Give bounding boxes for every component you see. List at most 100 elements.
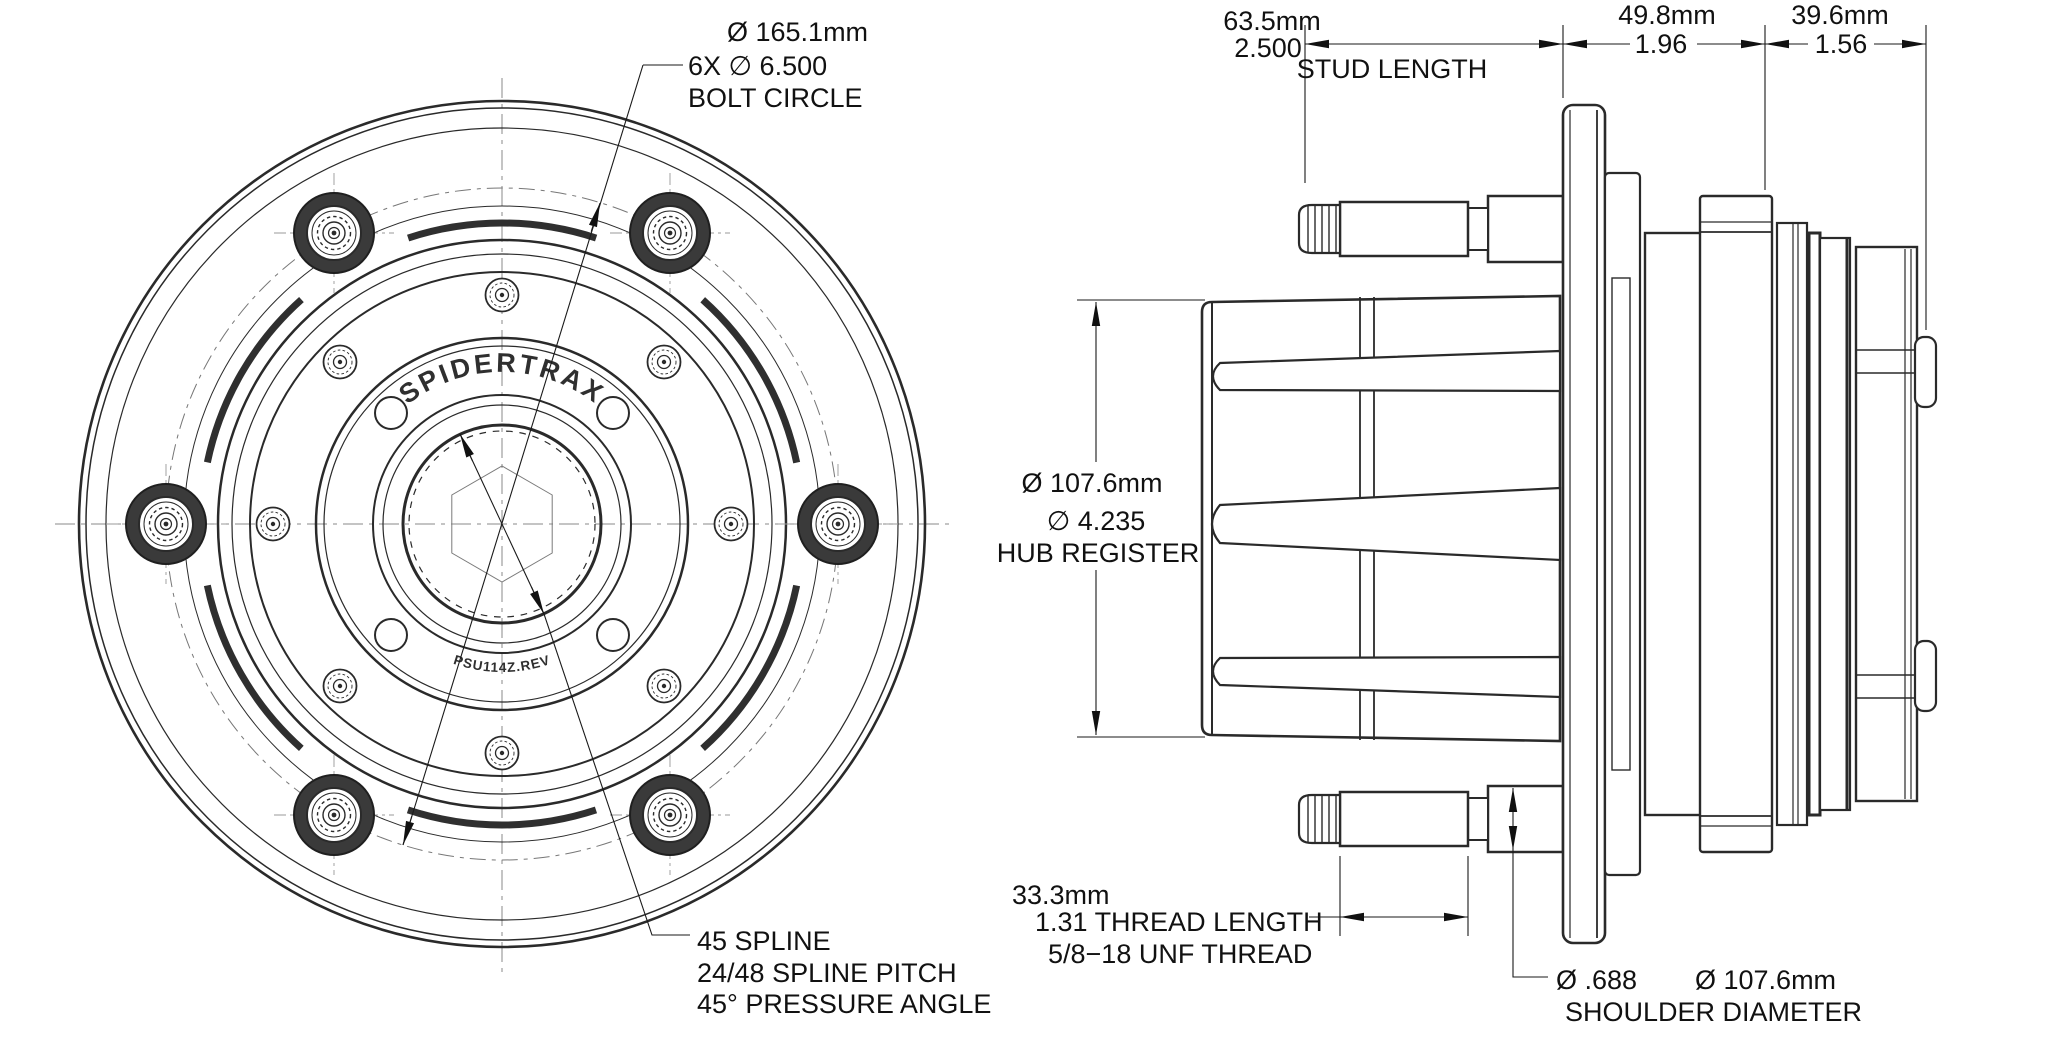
shoulder-inch: Ø .688 (1556, 965, 1637, 995)
cap-fastener (322, 668, 358, 704)
section-c-lines (1792, 224, 1799, 824)
part-marking-textpath: PSU114Z.REV (452, 652, 551, 675)
bearing-housing (1643, 194, 1938, 854)
flange-dim-metric: 49.8mm (1618, 0, 1716, 30)
spline-bore (401, 423, 603, 625)
end-block-face-lines (1904, 249, 1912, 799)
flange-spacer-ring (1603, 171, 1642, 877)
extension-lines (1304, 25, 1927, 330)
drive-plate-ring-inner (323, 345, 681, 703)
bearing-dim-metric: 39.6mm (1791, 0, 1889, 30)
drive-hole (374, 396, 408, 430)
flange-outer-edge-inner (85, 107, 919, 941)
housing-section-c (1775, 221, 1809, 827)
end-block-grooves (1856, 349, 1917, 699)
thread-extension-lines (1309, 856, 1469, 936)
rib-lower (1211, 655, 1562, 699)
axle-hex-detail (451, 465, 553, 583)
shoulder-metric: Ø 107.6mm (1695, 965, 1836, 995)
wheel-flange (1561, 103, 1607, 945)
wheel-stud-side-bottom (1297, 784, 1565, 854)
bearing-dim-inch: 1.56 (1815, 29, 1868, 59)
drive-hole (596, 618, 630, 652)
spline-teeth (408, 430, 596, 618)
spline-leader-line (459, 433, 690, 936)
gusset-ribs (1210, 349, 1562, 699)
housing-section-e (1818, 236, 1852, 812)
flange-plate (1561, 103, 1607, 945)
drive-plate-ring (314, 336, 690, 712)
cap-fastener (646, 668, 682, 704)
spline-dimension: 45 SPLINE 24/48 SPLINE PITCH 45° PRESSUR… (459, 433, 991, 1019)
ring-detail-thin (1700, 221, 1772, 827)
housing-raised-ring (1698, 194, 1774, 854)
bolt-circle-inch: 6X ∅ 6.500 (688, 51, 827, 81)
hub-register-extension-lines (1077, 299, 1205, 738)
wheel-stud (609, 172, 731, 294)
stud-thread-body (1338, 790, 1470, 848)
wheel-stud (609, 754, 731, 876)
stud-tip-thread-lines (1307, 795, 1337, 843)
wheel-stud-side-top (1297, 194, 1565, 264)
cap-fastener (255, 506, 291, 542)
drive-hole (374, 618, 408, 652)
rib-upper (1211, 349, 1562, 393)
scalloped-web (197, 219, 807, 829)
stud-tip-thread-lines (1307, 205, 1337, 253)
snap-ring-upper (1913, 335, 1938, 409)
stud-shoulder (1486, 194, 1565, 264)
bore-mid-ring (382, 404, 622, 644)
bore-outer-ring (372, 394, 632, 654)
pressure-angle-label: 45° PRESSURE ANGLE (697, 989, 991, 1019)
wheel-stud (777, 463, 899, 585)
stud-tip (1297, 793, 1342, 845)
spline-arrow-upper (459, 433, 474, 462)
wheel-stud (273, 172, 395, 294)
cap-fastener (322, 344, 358, 380)
bolt-circle-metric: Ø 165.1mm (727, 17, 868, 47)
snap-ring-lower (1913, 639, 1938, 713)
cap-fastener (713, 506, 749, 542)
stud-length-label: STUD LENGTH (1297, 54, 1488, 84)
thread-spec-label: 5/8−18 UNF THREAD (1048, 939, 1312, 969)
bolt-circle-arrow-lower (402, 816, 415, 846)
hub-cap-ring-2 (231, 253, 773, 795)
top-dimensions: 63.5mm 2.500 STUD LENGTH 49.8mm 1.96 39.… (1223, 0, 1927, 330)
bolt-circle-dimension: Ø 165.1mm 6X ∅ 6.500 BOLT CIRCLE (402, 17, 868, 846)
spline-count-label: 45 SPLINE (697, 926, 831, 956)
shoulder-leader-line (1512, 850, 1548, 978)
spacer-outline (1603, 171, 1642, 877)
cap-fastener (484, 277, 520, 313)
thread-length-metric: 33.3mm (1012, 880, 1110, 910)
ring-detail-bold (1700, 231, 1772, 817)
wheel-stud (105, 463, 227, 585)
spacer-groove (1611, 277, 1631, 771)
shoulder-dimension: Ø .688 Ø 107.6mm SHOULDER DIAMETER (1508, 788, 1862, 1027)
spline-pitch-label: 24/48 SPLINE PITCH (697, 958, 957, 988)
drive-hole (596, 396, 630, 430)
hub-register-label: HUB REGISTER (997, 538, 1200, 568)
hub-register-inch: ∅ 4.235 (1047, 506, 1146, 536)
part-marking-text: PSU114Z.REV (452, 652, 552, 675)
bolt-circle-arrow-upper (588, 202, 601, 232)
stud-neck (1465, 207, 1489, 251)
stud-neck (1465, 797, 1489, 841)
hub-register-metric: Ø 107.6mm (1021, 468, 1162, 498)
wheel-stud (273, 754, 395, 876)
shoulder-label: SHOULDER DIAMETER (1565, 997, 1862, 1027)
cap-fastener (484, 735, 520, 771)
housing-section-a (1643, 231, 1704, 817)
side-view: 63.5mm 2.500 STUD LENGTH 49.8mm 1.96 39.… (997, 0, 1938, 1027)
bearing-end-block (1854, 245, 1919, 803)
bolt-circle-leader-line (402, 64, 683, 846)
spline-arrow-lower (530, 586, 545, 615)
bolt-circle-label: BOLT CIRCLE (688, 83, 863, 113)
flange-outer-edge (77, 99, 927, 949)
flange-dim-inch: 1.96 (1635, 29, 1688, 59)
rib-center (1210, 486, 1562, 562)
hub-register-dimension: Ø 107.6mm ∅ 4.235 HUB REGISTER (997, 299, 1205, 738)
cap-fastener (646, 344, 682, 380)
stud-thread-body (1338, 200, 1470, 258)
